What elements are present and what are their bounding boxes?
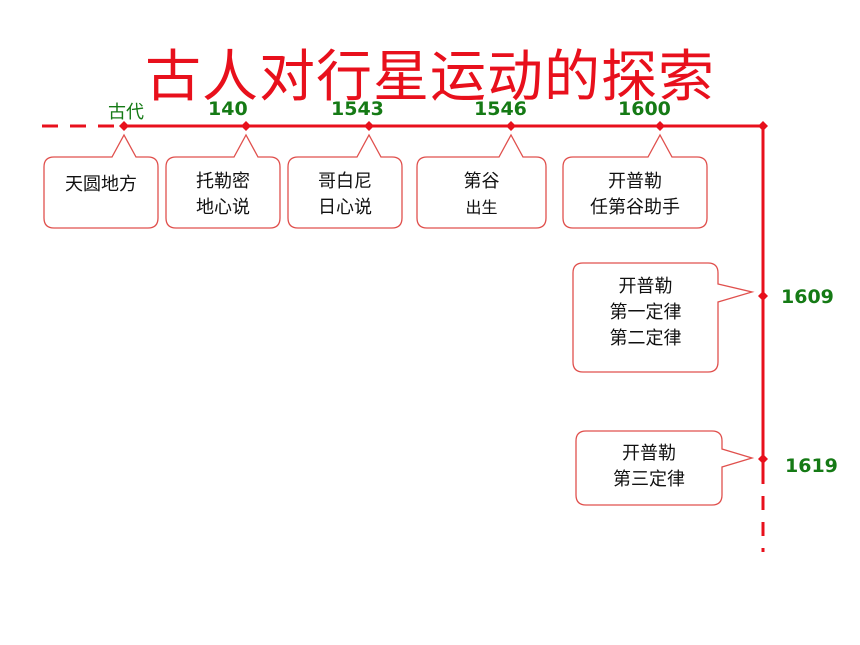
bubble-text-1609: 开普勒 第一定律 第二定律 bbox=[573, 274, 718, 352]
marker-1609 bbox=[758, 291, 768, 301]
bubble-line: 第谷 bbox=[463, 171, 500, 192]
bubble-1546 bbox=[416, 133, 547, 229]
marker-1543 bbox=[364, 121, 374, 131]
year-label-1619: 1619 bbox=[785, 455, 838, 477]
year-label-ancient: 古代 bbox=[108, 102, 144, 123]
bubble-text-1546: 第谷 出生 bbox=[417, 169, 546, 221]
year-label-1609: 1609 bbox=[781, 286, 834, 308]
bubble-line: 开普勒 bbox=[622, 443, 676, 464]
marker-140 bbox=[241, 121, 251, 131]
bubble-line: 第二定律 bbox=[609, 328, 682, 349]
bubble-1619 bbox=[575, 430, 755, 506]
marker-1546 bbox=[506, 121, 516, 131]
timeline-markers bbox=[119, 121, 768, 464]
bubble-text-ancient: 天圆地方 bbox=[44, 172, 158, 198]
page-title: 古人对行星运动的探索 bbox=[145, 45, 715, 110]
bubble-text-1619: 开普勒 第三定律 bbox=[576, 441, 722, 493]
year-label-140: 140 bbox=[208, 98, 248, 120]
bubble-140 bbox=[165, 133, 281, 229]
bubble-line: 任第谷助手 bbox=[590, 197, 680, 218]
bubble-line: 天圆地方 bbox=[65, 174, 137, 195]
bubble-line: 日心说 bbox=[318, 197, 372, 218]
bubble-line: 开普勒 bbox=[618, 276, 673, 297]
marker-1619 bbox=[758, 454, 768, 464]
bubble-1543 bbox=[287, 133, 403, 229]
bubble-1609 bbox=[572, 262, 755, 373]
bubble-line: 出生 bbox=[465, 198, 498, 217]
bubble-text-1543: 哥白尼 日心说 bbox=[288, 169, 402, 221]
bubble-ancient bbox=[43, 133, 159, 229]
marker-ancient bbox=[119, 121, 129, 131]
bubble-text-140: 托勒密 地心说 bbox=[166, 169, 280, 221]
bubble-line: 开普勒 bbox=[608, 171, 662, 192]
year-label-1600: 1600 bbox=[618, 98, 671, 120]
bubble-line: 第一定律 bbox=[609, 302, 682, 323]
bubble-line: 哥白尼 bbox=[318, 171, 372, 192]
bubble-line: 第三定律 bbox=[613, 469, 685, 490]
bubble-line: 托勒密 bbox=[196, 171, 250, 192]
marker-1600 bbox=[655, 121, 665, 131]
bubble-1600 bbox=[562, 133, 708, 229]
bubble-line: 地心说 bbox=[196, 197, 250, 218]
year-label-1543: 1543 bbox=[331, 98, 384, 120]
bubble-text-1600: 开普勒 任第谷助手 bbox=[563, 169, 707, 221]
year-label-1546: 1546 bbox=[474, 98, 527, 120]
marker-corner bbox=[758, 121, 768, 131]
